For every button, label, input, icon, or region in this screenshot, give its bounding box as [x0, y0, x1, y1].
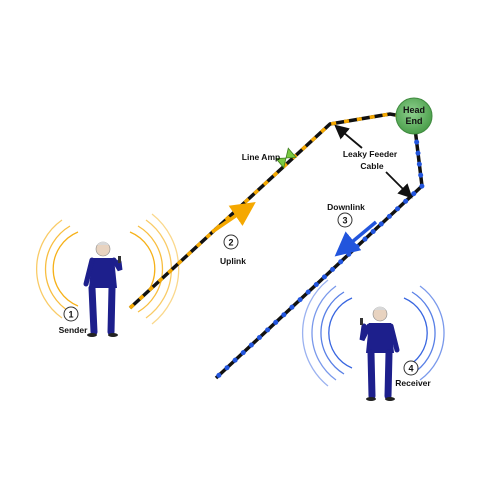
leaky-feeder-label-line2: Cable: [360, 161, 383, 171]
line-amp-label: Line Amp: [242, 152, 280, 162]
leaky-feeder-arrow-down: [385, 171, 413, 199]
step-badge-3: 3: [337, 212, 353, 228]
uplink-arrow: [211, 202, 256, 234]
sender-label: Sender: [59, 325, 89, 335]
line-amp-icon: [275, 147, 297, 169]
receiver-person-icon: [359, 306, 400, 401]
sender-person-icon: [83, 241, 123, 337]
leaky-feeder-arrow-up: [334, 124, 363, 149]
head-end-label-line1: Head: [403, 105, 425, 115]
svg-text:3: 3: [342, 216, 347, 226]
svg-text:2: 2: [228, 238, 233, 248]
receiver-label: Receiver: [395, 378, 431, 388]
step-badge-1: 1: [63, 306, 79, 322]
svg-text:1: 1: [68, 310, 73, 320]
uplink-cable: [128, 112, 413, 310]
svg-text:4: 4: [408, 364, 413, 374]
downlink-label: Downlink: [327, 202, 365, 212]
uplink-label: Uplink: [220, 256, 246, 266]
step-badge-4: 4: [403, 360, 419, 376]
downlink-cable: [213, 117, 425, 381]
receiver-radio-waves: [301, 279, 445, 387]
head-end-node: Head End: [395, 97, 433, 135]
step-badge-2: 2: [223, 234, 239, 250]
head-end-label-line2: End: [406, 116, 423, 126]
leaky-feeder-label-line1: Leaky Feeder: [343, 149, 398, 159]
downlink-arrow: [334, 220, 378, 257]
